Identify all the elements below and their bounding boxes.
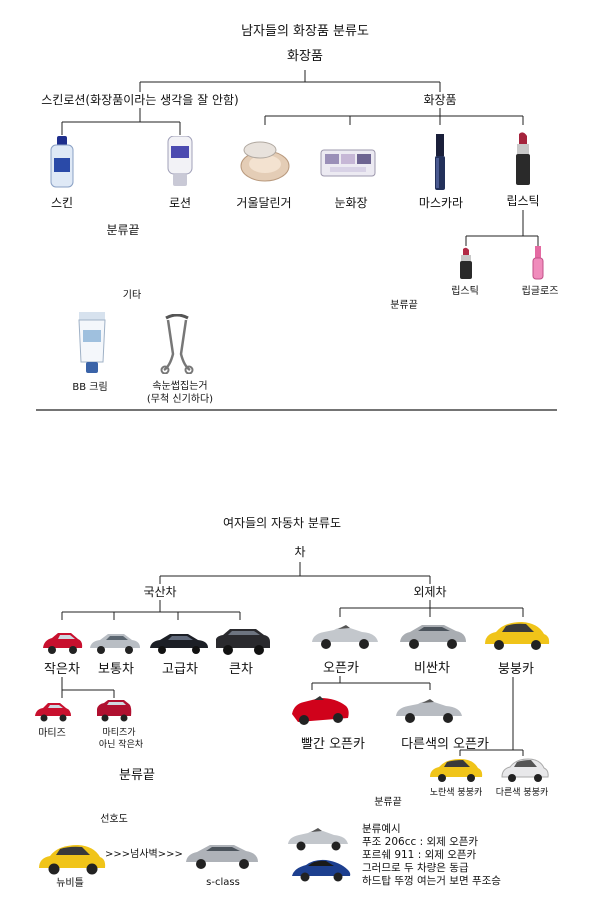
example-line: 푸조 206cc : 외제 오픈카: [362, 836, 479, 848]
not-matiz-note: 아닌 작은차: [98, 740, 144, 750]
cosmetic-group: 화장품: [423, 93, 457, 107]
normal-car-label: 보통차: [98, 662, 134, 677]
compact-mirror-icon: [240, 141, 290, 182]
bb-cream-icon: [78, 312, 106, 373]
end-right-label: 분류끝: [390, 300, 418, 311]
bb-cream-label: BB 크림: [72, 382, 108, 393]
other-open-car-icon: [396, 699, 462, 723]
example-line: 분류예시: [362, 823, 401, 835]
newbeetle-icon: [39, 845, 106, 875]
sclass-label: s-class: [206, 877, 240, 888]
compact-label: 거울달린거: [236, 196, 292, 210]
porsche-car-icon: [292, 859, 351, 882]
lipstick-small-icon: [460, 247, 472, 279]
lipstick-icon: [516, 132, 530, 185]
cars-root: 차: [294, 545, 306, 559]
luxury-car-icon: [150, 634, 208, 654]
eyeshadow-palette-icon: [320, 149, 376, 177]
yellow-bungbung-icon: [430, 759, 483, 782]
example-line: 포르쉐 911 : 외제 오픈카: [362, 849, 477, 861]
red-open-car-label: 빨간 오픈카: [301, 737, 365, 752]
matiz-label: 마티즈: [38, 728, 66, 739]
lipstick-label: 립스틱: [506, 194, 540, 208]
cars-title: 여자들의 자동차 분류도: [222, 516, 342, 530]
small-car-icon: [43, 633, 83, 654]
peugeot-car-icon: [288, 828, 348, 851]
eyelash-curler-label: 속눈썹집는거: [152, 381, 208, 392]
other-open-car-label: 다른색의 오픈카: [401, 737, 489, 752]
foreign-label: 외제차: [413, 585, 447, 599]
yellow-bungbung-label: 노란색 붕붕카: [429, 788, 483, 798]
car-end-right-label: 분류끝: [374, 797, 402, 808]
skin-lotion-group: 스킨로션(화장품이라는 생각을 잘 안함): [41, 93, 239, 107]
expensive-car-icon: [400, 625, 466, 649]
cosmetics-root: 화장품: [287, 49, 323, 64]
newbeetle-label: 뉴비틀: [56, 878, 84, 889]
car-end-left-label: 분류끝: [119, 768, 155, 783]
eyelash-curler-icon: [160, 314, 194, 374]
preference-arrow: >>>넘사벽>>>: [105, 849, 183, 860]
mascara-icon: [435, 134, 445, 190]
small-car-label: 작은차: [44, 662, 80, 677]
lotion-label: 로션: [168, 196, 192, 210]
mascara-label: 마스카라: [418, 196, 464, 210]
normal-car-icon: [90, 634, 140, 654]
cosmetics-title: 남자들의 화장품 분류도: [241, 24, 369, 39]
other-bungbung-icon: [501, 758, 549, 782]
luxury-car-label: 고급차: [162, 662, 198, 677]
expensive-car-label: 비싼차: [414, 661, 450, 676]
skin-bottle-icon: [50, 136, 74, 188]
not-matiz-label: 마티즈가: [102, 728, 136, 738]
open-car-label: 오픈카: [323, 661, 359, 676]
bungbung-car-label: 붕붕카: [498, 662, 534, 677]
example-line: 그러므로 두 차량은 동급: [362, 862, 469, 874]
eyeshadow-label: 눈화장: [334, 196, 368, 210]
example-line: 하드탑 뚜껑 여는거 보면 푸조승: [362, 875, 501, 887]
other-bungbung-label: 다른색 붕붕카: [495, 788, 549, 798]
lipstick-sub-label: 립스틱: [451, 286, 479, 297]
big-car-icon: [216, 629, 270, 655]
matiz-car-icon: [35, 703, 71, 722]
bungbung-car-icon: [485, 622, 550, 650]
skin-label: 스킨: [50, 196, 74, 210]
not-matiz-car-icon: [97, 700, 132, 722]
eyelash-curler-note: (무척 신기하다): [146, 394, 214, 405]
lipgloss-label: 립글로즈: [521, 286, 559, 297]
red-open-car-icon: [292, 696, 349, 725]
end-left-label: 분류끝: [106, 223, 140, 237]
big-car-label: 큰차: [229, 662, 253, 677]
domestic-label: 국산차: [143, 585, 177, 599]
open-car-icon: [312, 625, 378, 649]
classification-example: 분류예시 푸조 206cc : 외제 오픈카 포르쉐 911 : 외제 오픈카 …: [362, 823, 501, 888]
lipgloss-icon: [532, 246, 544, 280]
etc-label: 기타: [122, 290, 142, 301]
sclass-car-icon: [186, 845, 258, 869]
lotion-tube-icon: [167, 136, 193, 186]
preference-label: 선호도: [100, 814, 128, 825]
